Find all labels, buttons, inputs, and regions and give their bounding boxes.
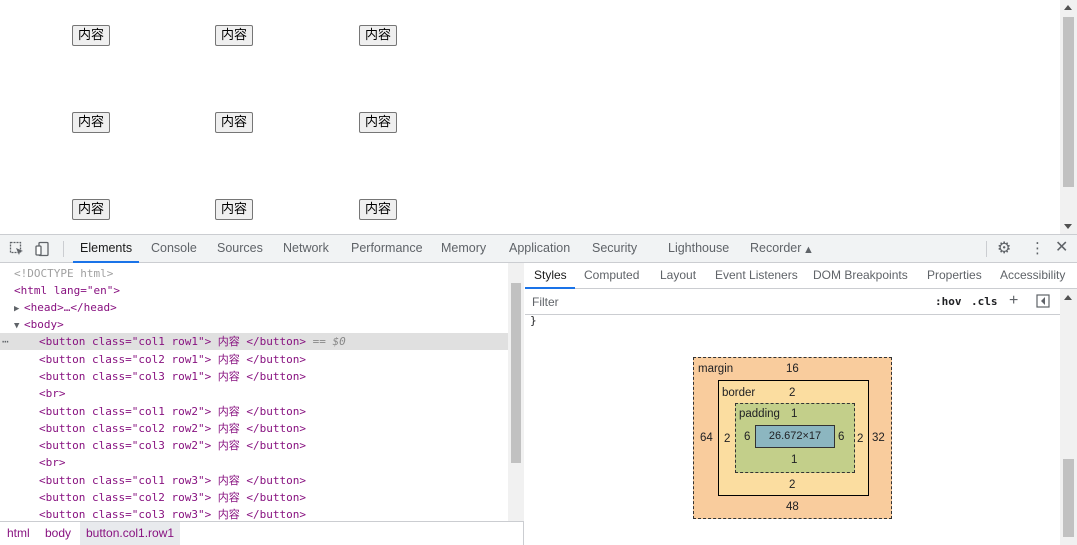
- breadcrumb-html[interactable]: html: [7, 526, 30, 540]
- border-label: border: [722, 387, 756, 399]
- padding-bottom-value[interactable]: 1: [791, 454, 798, 466]
- scroll-down-arrow-icon[interactable]: [1064, 224, 1072, 229]
- dom-node-br[interactable]: <br>: [39, 456, 66, 469]
- dom-node-br[interactable]: <br>: [39, 387, 66, 400]
- margin-top-value[interactable]: 16: [786, 363, 799, 375]
- close-icon[interactable]: ✕: [1055, 239, 1069, 256]
- styles-scrollbar[interactable]: [1060, 289, 1077, 545]
- dom-node-button[interactable]: <button class="col2 row3"> 内容 </button>: [39, 491, 307, 504]
- styles-sidebar: Styles Computed Layout Event Listeners D…: [525, 263, 1077, 545]
- margin-left-value[interactable]: 64: [700, 432, 713, 444]
- hover-state-button[interactable]: :hov: [935, 295, 962, 308]
- padding-top-value[interactable]: 1: [791, 408, 798, 420]
- breadcrumb-button[interactable]: button.col1.row1: [80, 522, 181, 545]
- tab-sources[interactable]: Sources: [217, 241, 263, 255]
- content-button-col3-row1[interactable]: 内容: [359, 25, 398, 46]
- devtools-panel: Elements Console Sources Network Perform…: [0, 234, 1077, 545]
- tab-properties[interactable]: Properties: [927, 268, 982, 282]
- inspect-element-icon[interactable]: [9, 241, 25, 260]
- tab-performance[interactable]: Performance: [351, 241, 423, 255]
- content-button-col2-row3[interactable]: 内容: [215, 199, 254, 220]
- padding-label: padding: [739, 408, 780, 420]
- tab-computed[interactable]: Computed: [584, 268, 640, 282]
- content-button-col2-row2[interactable]: 内容: [215, 112, 254, 133]
- flask-icon: ▲: [803, 244, 814, 256]
- border-bottom-value[interactable]: 2: [789, 479, 796, 491]
- dom-tree-scrollbar[interactable]: [508, 263, 524, 521]
- content-button-col3-row2[interactable]: 内容: [359, 112, 398, 133]
- content-button-col1-row1[interactable]: 内容: [72, 25, 111, 46]
- content-button-col1-row3[interactable]: 内容: [72, 199, 111, 220]
- tab-layout[interactable]: Layout: [660, 268, 697, 282]
- more-options-icon[interactable]: ⋮: [1030, 240, 1045, 257]
- expand-triangle-icon[interactable]: ▶: [14, 304, 20, 314]
- content-button-col2-row1[interactable]: 内容: [215, 25, 254, 46]
- box-model-border[interactable]: border 2 2 2 2 padding 1 6 6 1 26.672×17: [718, 380, 869, 496]
- new-style-rule-icon[interactable]: +: [1009, 292, 1019, 309]
- tab-elements[interactable]: Elements: [72, 235, 140, 263]
- dom-node-button[interactable]: <button class="col2 row2"> 内容 </button>: [39, 422, 307, 435]
- dom-node-button[interactable]: <button class="col3 row3"> 内容 </button>: [39, 508, 307, 521]
- collapse-triangle-icon[interactable]: ▼: [14, 321, 20, 331]
- dom-node-button[interactable]: <button class="col3 row1"> 内容 </button>: [39, 370, 307, 383]
- tab-memory[interactable]: Memory: [441, 241, 487, 255]
- dom-node-body[interactable]: ▼<body>: [0, 316, 508, 333]
- tab-dom-breakpoints[interactable]: DOM Breakpoints: [813, 268, 908, 282]
- tab-recorder[interactable]: Recorder: [750, 241, 802, 255]
- dom-node-button-selected[interactable]: ⋯<button class="col1 row1"> 内容 </button>…: [0, 333, 508, 350]
- dom-node-button[interactable]: <button class="col1 row2"> 内容 </button>: [39, 405, 307, 418]
- filter-input[interactable]: Filter: [532, 295, 559, 309]
- more-dots-icon[interactable]: ⋯: [2, 335, 9, 348]
- style-rule-closing-brace: }: [530, 314, 537, 327]
- padding-left-value[interactable]: 6: [744, 431, 751, 443]
- devtools-main-tabs: Elements Console Sources Network Perform…: [0, 235, 1077, 263]
- border-left-value[interactable]: 2: [724, 433, 731, 445]
- toolbar-divider: [986, 241, 987, 257]
- content-button-col3-row3[interactable]: 内容: [359, 199, 398, 220]
- elements-panel: <!DOCTYPE html> <html lang="en"> ▶<head>…: [0, 263, 524, 545]
- page-scrollbar[interactable]: [1060, 0, 1077, 234]
- styles-filter-bar: Filter :hov .cls +: [525, 289, 1060, 315]
- border-top-value[interactable]: 2: [789, 387, 796, 399]
- styles-scrollbar-thumb[interactable]: [1063, 459, 1074, 537]
- tab-event-listeners[interactable]: Event Listeners: [715, 268, 798, 282]
- dom-tree: <!DOCTYPE html> <html lang="en"> ▶<head>…: [0, 263, 508, 521]
- toolbar-divider: [63, 241, 64, 257]
- dom-node-html[interactable]: <html lang="en">: [14, 284, 120, 297]
- content-button-col1-row2[interactable]: 内容: [72, 112, 111, 133]
- scroll-up-arrow-icon[interactable]: [1064, 295, 1072, 300]
- box-model-padding[interactable]: padding 1 6 6 1 26.672×17: [735, 403, 855, 473]
- tab-security[interactable]: Security: [592, 241, 638, 255]
- dom-node-button[interactable]: <button class="col3 row2"> 内容 </button>: [39, 439, 307, 452]
- page-viewport: 内容 内容 内容 内容 内容 内容 内容 内容 内容: [0, 0, 1060, 234]
- tab-lighthouse[interactable]: Lighthouse: [668, 241, 730, 255]
- dom-node-button[interactable]: <button class="col2 row1"> 内容 </button>: [39, 353, 307, 366]
- margin-bottom-value[interactable]: 48: [786, 501, 799, 513]
- tab-styles[interactable]: Styles: [525, 263, 575, 289]
- class-toggle-button[interactable]: .cls: [971, 295, 998, 308]
- scroll-up-arrow-icon[interactable]: [1064, 5, 1072, 10]
- toggle-sidebar-icon[interactable]: [1036, 294, 1050, 311]
- margin-label: margin: [698, 363, 734, 375]
- tab-console[interactable]: Console: [151, 241, 197, 255]
- page-scrollbar-thumb[interactable]: [1063, 17, 1074, 187]
- dom-node-button[interactable]: <button class="col1 row3"> 内容 </button>: [39, 474, 307, 487]
- border-right-value[interactable]: 2: [857, 433, 864, 445]
- dom-tree-scrollbar-thumb[interactable]: [511, 283, 521, 463]
- tab-accessibility[interactable]: Accessibility: [1000, 268, 1066, 282]
- tab-application[interactable]: Application: [509, 241, 571, 255]
- tab-network[interactable]: Network: [283, 241, 329, 255]
- sidebar-tabs: Styles Computed Layout Event Listeners D…: [525, 263, 1077, 289]
- dom-node-doctype[interactable]: <!DOCTYPE html>: [14, 267, 114, 280]
- gear-icon[interactable]: ⚙: [997, 240, 1012, 257]
- breadcrumb: html body button.col1.row1: [0, 521, 523, 545]
- margin-right-value[interactable]: 32: [872, 432, 885, 444]
- padding-right-value[interactable]: 6: [838, 431, 845, 443]
- box-model-content[interactable]: 26.672×17: [755, 425, 835, 448]
- dom-node-head[interactable]: ▶<head>…</head>: [0, 299, 508, 316]
- device-toolbar-icon[interactable]: [35, 241, 51, 260]
- box-model-margin[interactable]: margin 16 64 32 48 border 2 2 2 2 paddin…: [693, 357, 892, 519]
- breadcrumb-body[interactable]: body: [45, 526, 72, 540]
